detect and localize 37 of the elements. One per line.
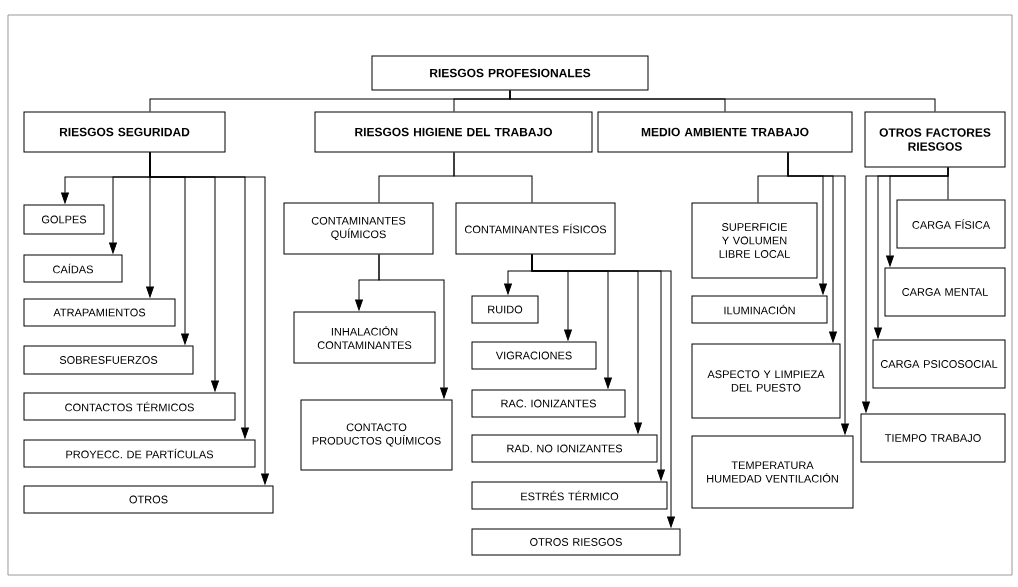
risk-box: CONTACTO PRODUCTOS QUÍMICOS [300, 399, 453, 471]
category-box: OTROS FACTORES RIESGOS [864, 111, 1006, 168]
risk-box: CONTACTOS TÉRMICOS [23, 392, 236, 421]
risk-box: ILUMINACIÓN [691, 295, 828, 324]
risk-box: PROYECC. DE PARTÍCULAS [23, 439, 256, 468]
risk-box: CARGA PSICOSOCIAL [872, 339, 1006, 389]
risk-box: VIGRACIONES [471, 341, 597, 370]
risk-box: CONTAMINANTES FÍSICOS [455, 202, 616, 255]
arrow [149, 152, 269, 485]
category-box: MEDIO AMBIENTE TRABAJO [597, 111, 853, 153]
risk-box: ATRAPAMIENTOS [23, 298, 176, 327]
connector-line [509, 90, 936, 112]
risk-box: CONTAMINANTES QUÍMICOS [283, 202, 434, 255]
risk-box: RAD. NO IONIZANTES [471, 434, 658, 463]
risk-box: RUIDO [471, 295, 539, 324]
risk-box: TIEMPO TRABAJO [860, 413, 1006, 463]
risk-box: ESTRÉS TÉRMICO [471, 481, 668, 510]
arrow [862, 167, 949, 413]
risk-box: TEMPERATURA HUMEDAD VENTILACIÓN [691, 435, 854, 509]
risk-box: CARGA FÍSICA [896, 199, 1006, 249]
category-box: RIESGOS SEGURIDAD [23, 111, 226, 153]
root-box: RIESGOS PROFESIONALES [371, 55, 649, 91]
risk-box: SUPERFICIE Y VOLUMEN LIBRE LOCAL [691, 202, 818, 279]
risk-box: OTROS RIESGOS [471, 528, 681, 556]
risk-box: CARGA MENTAL [884, 267, 1006, 317]
risk-box: RAC. IONIZANTES [471, 389, 626, 418]
risk-box: SOBRESFUERZOS [23, 345, 194, 375]
risk-box: OTROS [23, 485, 274, 514]
risk-box: GOLPES [23, 204, 105, 235]
risk-box: INHALACIÓN CONTAMINANTES [293, 311, 436, 364]
risk-box: ASPECTO Y LIMPIEZA DEL PUESTO [691, 343, 841, 419]
category-box: RIESGOS HIGIENE DEL TRABAJO [314, 111, 593, 153]
arrow [787, 152, 849, 435]
arrow [531, 254, 675, 528]
risk-box: CAÍDAS [23, 254, 123, 283]
arrow [378, 254, 448, 399]
connector-line [453, 152, 533, 203]
